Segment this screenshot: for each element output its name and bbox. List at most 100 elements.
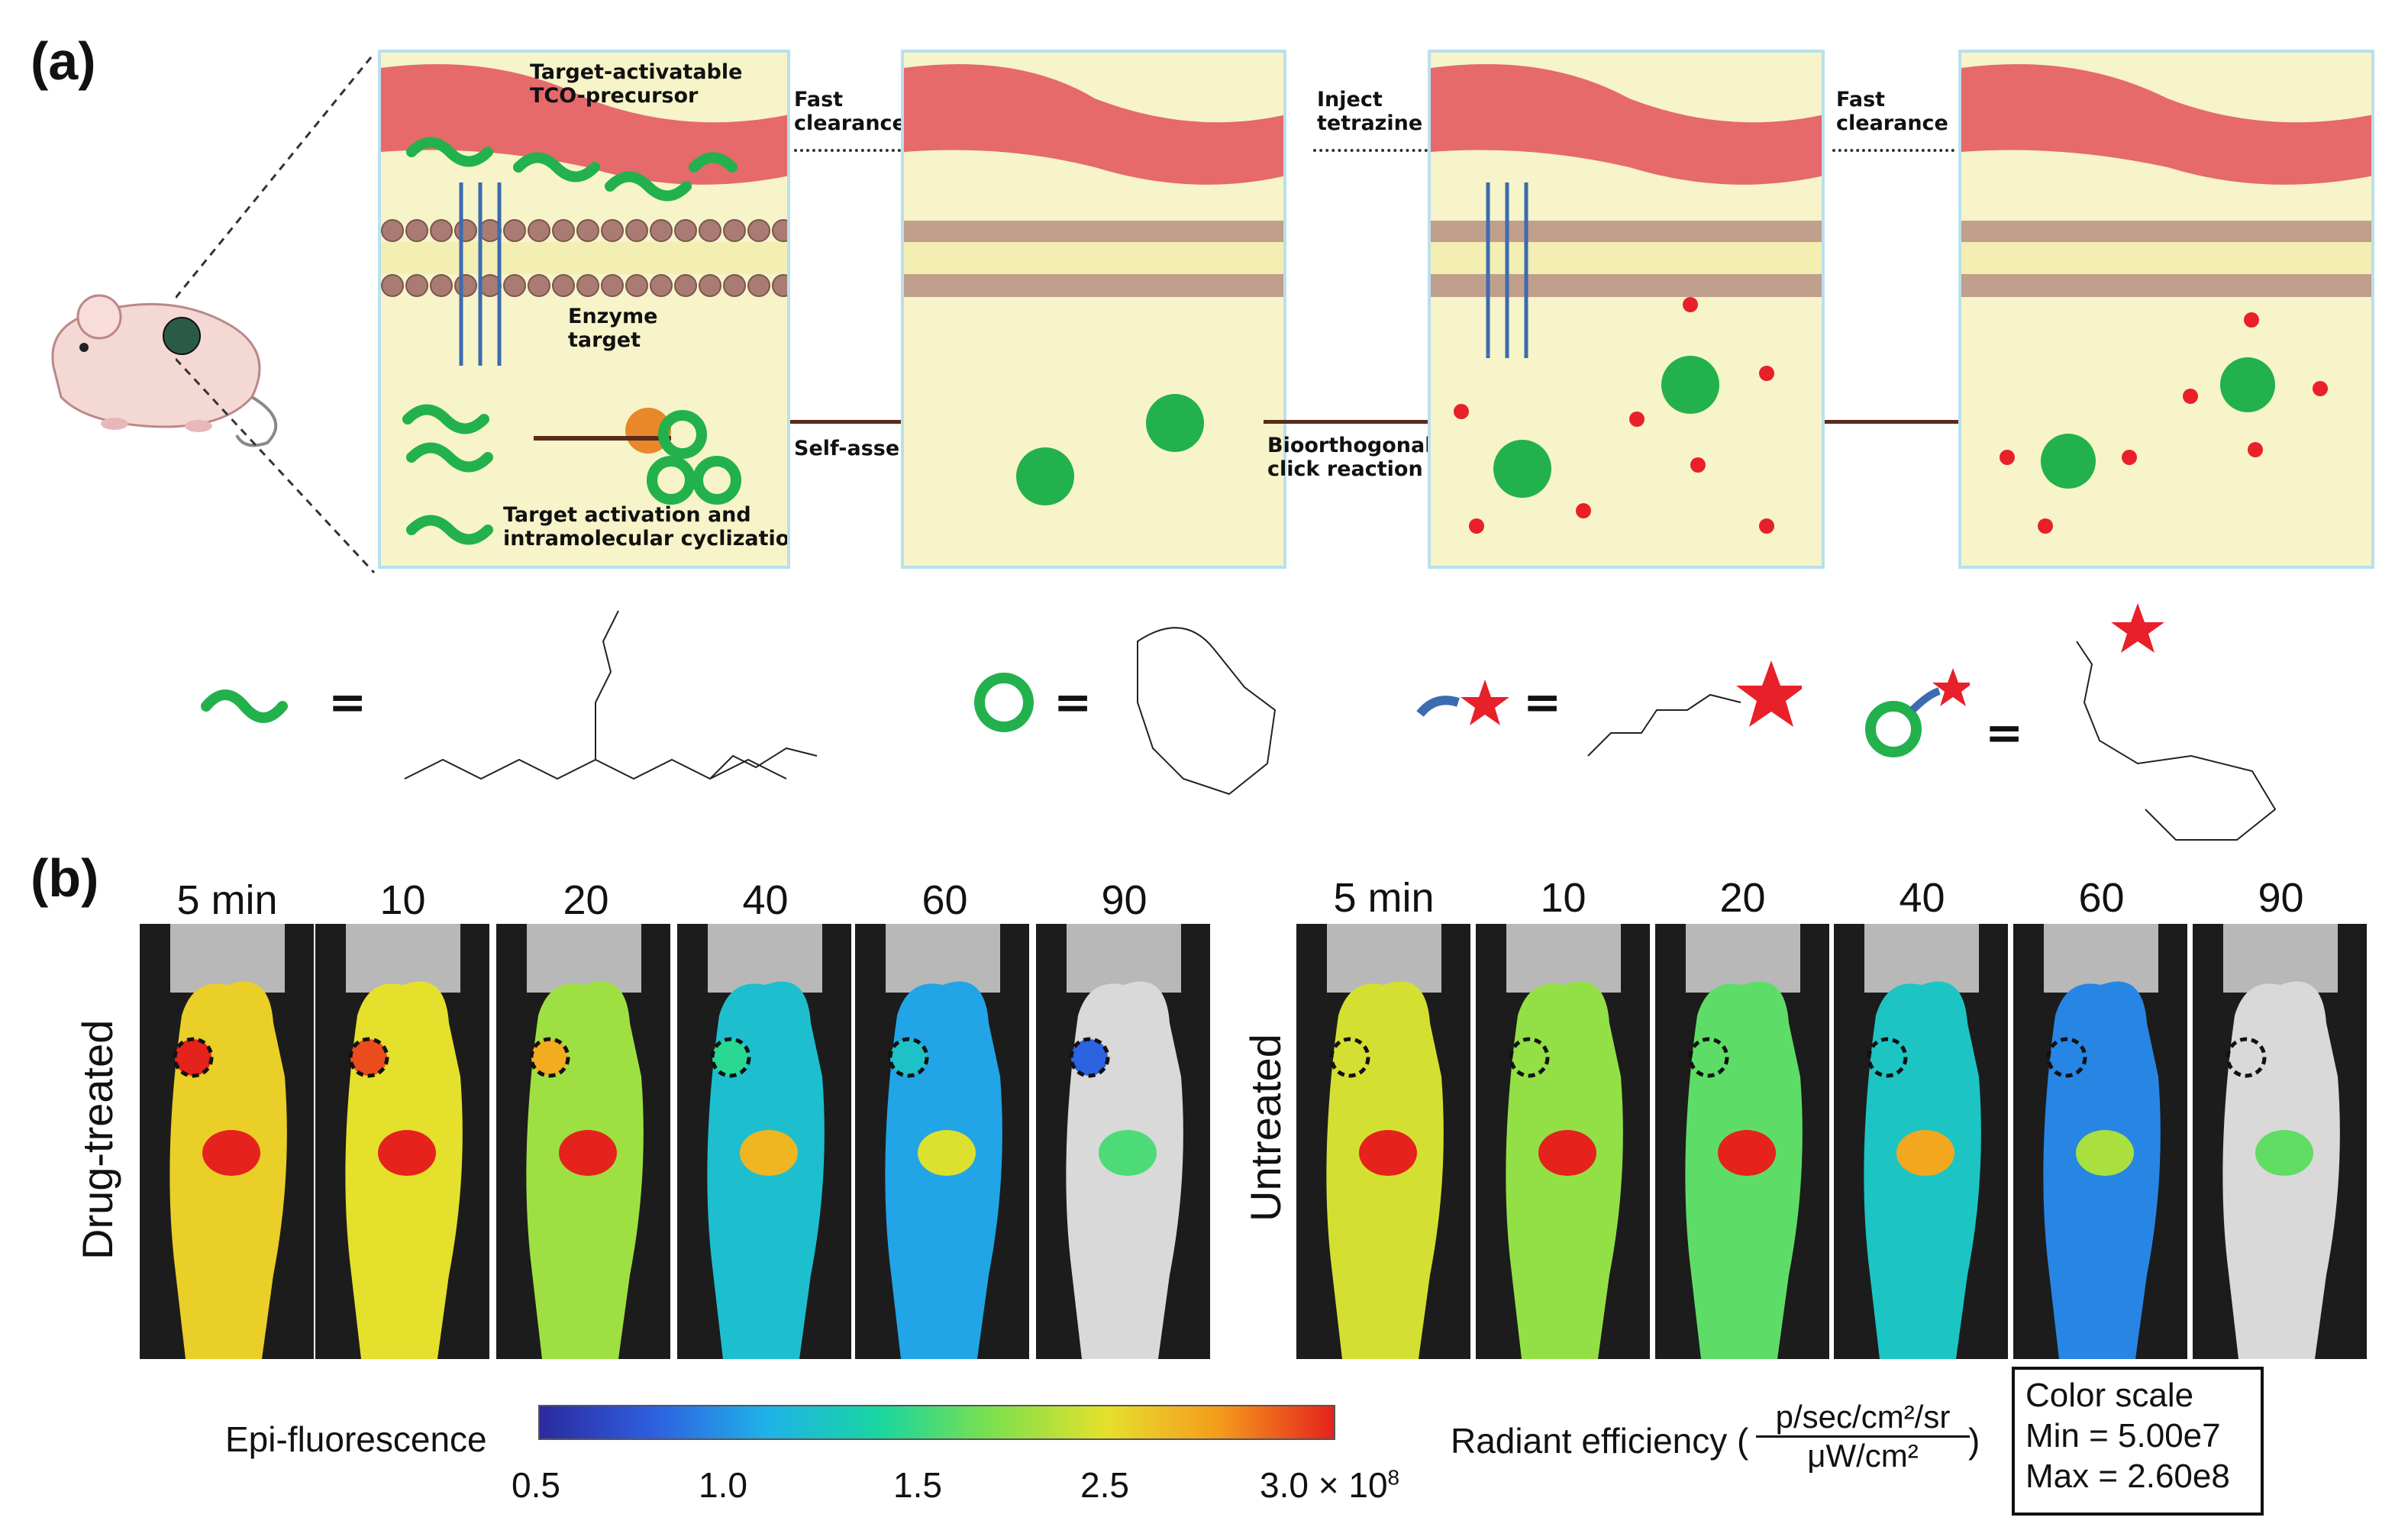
tumor-roi-circle	[1509, 1037, 1550, 1078]
liver-hotspot	[559, 1130, 617, 1176]
tumor-roi-circle	[1329, 1037, 1370, 1078]
tumor-roi-circle	[1688, 1037, 1729, 1078]
colorbar-tick: 1.0	[699, 1465, 747, 1505]
tumor-roi-circle	[348, 1037, 389, 1078]
liver-hotspot	[1718, 1130, 1776, 1176]
liver-hotspot	[1896, 1130, 1954, 1176]
holder-shape	[708, 924, 822, 993]
colorbar-exponent: 8	[1387, 1465, 1400, 1490]
holder-shape	[346, 924, 460, 993]
colorbar-tick: 2.5	[1080, 1465, 1129, 1505]
clicked-structure	[2076, 603, 2277, 841]
tetrazine-structure	[1587, 660, 1802, 757]
colorbar	[538, 1405, 1335, 1440]
step-panel-2	[901, 50, 1286, 569]
color-scale-title: Color scale	[2025, 1377, 2194, 1414]
step-label-3: Fast clearance	[1836, 88, 1948, 136]
panel-a-label: (a)	[31, 31, 96, 91]
mouse-fluorescence-image	[677, 924, 851, 1359]
panel-b-label: (b)	[31, 848, 99, 908]
mouse-fluorescence-image	[1036, 924, 1210, 1359]
step-panel-4	[1958, 50, 2374, 569]
mouse-fluorescence-image	[1655, 924, 1829, 1359]
time-label: 90	[2258, 875, 2304, 921]
tetrazine-probe-icon	[1416, 680, 1509, 725]
time-label: 60	[922, 877, 968, 923]
liver-hotspot	[740, 1130, 798, 1176]
linear-probe-icon	[201, 689, 288, 723]
step-label-2: Inject tetrazine	[1317, 88, 1423, 136]
membrane-scene-1	[381, 64, 787, 545]
mouse-fluorescence-image	[140, 924, 314, 1359]
holder-shape	[1067, 924, 1181, 993]
time-label: 10	[379, 877, 426, 923]
solid-arrow-3	[1825, 420, 1985, 424]
holder-shape	[886, 924, 1000, 993]
color-scale-max: Max = 2.60e8	[2025, 1457, 2230, 1495]
color-scale-min: Min = 5.00e7	[2025, 1416, 2221, 1454]
liver-hotspot	[918, 1130, 976, 1176]
colorbar-tick: 1.5	[893, 1465, 942, 1505]
time-label: 5 min	[1333, 875, 1435, 921]
mouse-fluorescence-image	[315, 924, 489, 1359]
cyclic-structure	[1137, 627, 1277, 796]
liver-hotspot	[1359, 1130, 1417, 1176]
holder-shape	[1864, 924, 1979, 993]
tumor-roi-circle	[173, 1037, 214, 1078]
click-label: Bioorthogonal click reaction	[1267, 434, 1432, 482]
solid-arrow-1	[790, 420, 958, 424]
enzyme-target-label: Enzyme target	[568, 305, 658, 353]
mouse-fluorescence-image	[2193, 924, 2367, 1359]
colorbar-tick: 0.5	[512, 1465, 560, 1505]
mouse-fluorescence-image	[1296, 924, 1470, 1359]
solid-arrow-2	[1264, 420, 1432, 424]
mouse-fluorescence-image	[496, 924, 670, 1359]
tumor-roi-circle	[888, 1037, 929, 1078]
equals-sign-4: =	[1985, 706, 2024, 760]
liver-hotspot	[1538, 1130, 1596, 1176]
time-label: 10	[1540, 875, 1586, 921]
radiant-unit: p/sec/cm²/sr μW/cm²	[1756, 1399, 1970, 1474]
colorbar-label: Epi-fluorescence	[225, 1419, 487, 1459]
time-label: 20	[563, 877, 609, 923]
tco-precursor-structure	[404, 610, 818, 780]
equals-sign-2: =	[1054, 676, 1093, 729]
holder-shape	[2223, 924, 2338, 993]
mouse-illustration-icon	[51, 294, 278, 447]
dotted-arrow-3	[1832, 149, 1954, 152]
dotted-arrow-2	[1313, 149, 1428, 152]
radiant-label: Radiant efficiency (	[1451, 1421, 1749, 1461]
liver-hotspot	[1099, 1130, 1157, 1176]
untreated-label: Untreated	[1241, 1034, 1289, 1222]
color-scale-box: Color scale Min = 5.00e7 Max = 2.60e8	[2012, 1367, 2264, 1516]
mouse-fluorescence-image	[2013, 924, 2187, 1359]
time-label: 90	[1101, 877, 1147, 923]
membrane-scene-2	[904, 64, 1283, 505]
membrane-scene-3	[1431, 64, 1822, 534]
tumor-roi-circle	[2046, 1037, 2087, 1078]
tumor-roi-circle	[710, 1037, 751, 1078]
holder-shape	[527, 924, 641, 993]
mouse-fluorescence-image	[1834, 924, 2008, 1359]
tco-precursor-label: Target-activatable TCO-precursor	[530, 60, 743, 108]
radiant-close: )	[1968, 1421, 1980, 1461]
step-label-1: Fast clearance	[794, 88, 906, 136]
liver-hotspot	[378, 1130, 436, 1176]
time-label: 5 min	[176, 877, 278, 923]
dotted-arrow-1	[794, 149, 901, 152]
membrane-scene-4	[1961, 64, 2371, 534]
colorbar-tick-text: 3.0 × 10	[1260, 1465, 1388, 1505]
activation-label: Target activation and intramolecular cyc…	[503, 503, 790, 551]
tumor-roi-circle	[529, 1037, 570, 1078]
holder-shape	[1327, 924, 1441, 993]
liver-hotspot	[202, 1130, 260, 1176]
equals-sign-3: =	[1523, 676, 1562, 729]
time-label: 40	[1899, 875, 1945, 921]
liver-hotspot	[2255, 1130, 2313, 1176]
equals-sign: =	[328, 676, 367, 729]
tumor-roi-circle	[1867, 1037, 1908, 1078]
holder-shape	[2044, 924, 2158, 993]
holder-shape	[170, 924, 285, 993]
holder-shape	[1506, 924, 1621, 993]
step-panel-3	[1428, 50, 1825, 569]
